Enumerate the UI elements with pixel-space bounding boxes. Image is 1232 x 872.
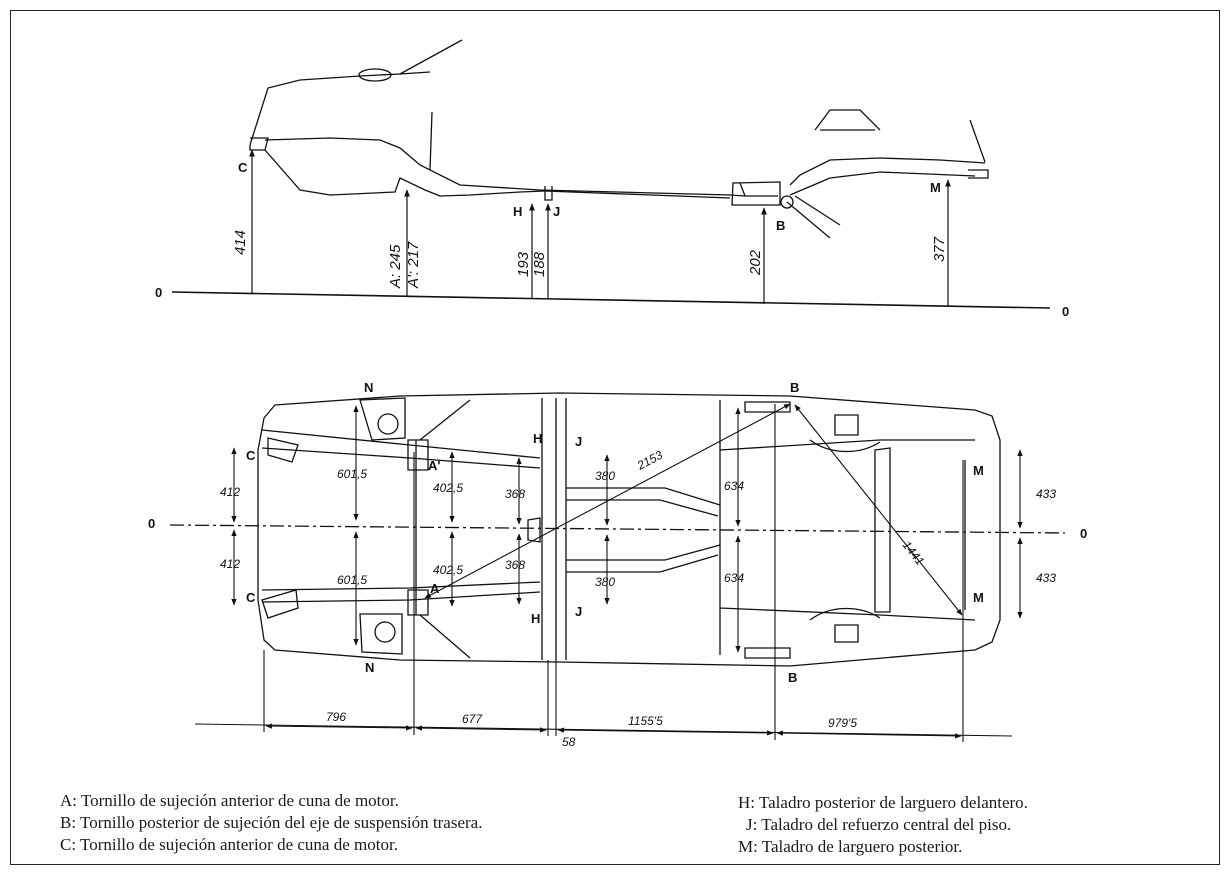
top-label-c-top: C bbox=[246, 448, 256, 463]
side-label-j: J bbox=[553, 204, 560, 219]
side-label-h: H bbox=[513, 204, 522, 219]
legend-item-b: B: Tornillo posterior de sujeción del ej… bbox=[60, 813, 483, 832]
top-rear-beam bbox=[874, 447, 891, 613]
top-c-top bbox=[267, 437, 299, 463]
dim-380-bottom: 380 bbox=[595, 575, 615, 589]
len-1155: 1155'5 bbox=[628, 714, 663, 728]
dim-412-top: 412 bbox=[220, 485, 240, 499]
dim-402-bottom: 402,5 bbox=[433, 563, 463, 577]
legend-right: H: Taladro posterior de larguero delante… bbox=[738, 792, 1028, 858]
top-label-m-top: M bbox=[973, 463, 984, 478]
side-rear-rail bbox=[789, 157, 986, 196]
side-height-a2: A': 217 bbox=[405, 241, 422, 289]
top-rear-floor bbox=[719, 400, 976, 655]
side-label-m: M bbox=[930, 180, 941, 195]
top-label-b-top: B bbox=[790, 380, 799, 395]
side-height-dims bbox=[249, 149, 951, 307]
dim-433-bottom: 433 bbox=[1036, 571, 1056, 585]
side-rear-bumper bbox=[968, 169, 989, 179]
side-j-bracket bbox=[544, 186, 553, 201]
side-zero-right: 0 bbox=[1062, 304, 1069, 319]
top-label-h-top: H bbox=[533, 431, 542, 446]
dim-diag-2153: 2153 bbox=[634, 448, 665, 474]
len-796: 796 bbox=[326, 710, 346, 724]
top-outline bbox=[257, 392, 1001, 667]
len-677: 677 bbox=[462, 712, 483, 726]
side-label-b: B bbox=[776, 218, 785, 233]
dim-634-top: 634 bbox=[724, 479, 744, 493]
legend-item-h: H: Taladro posterior de larguero delante… bbox=[738, 793, 1028, 812]
legend-item-j: J: Taladro del refuerzo central del piso… bbox=[746, 815, 1012, 834]
top-c-bottom bbox=[261, 589, 299, 619]
dim-601-bottom: 601,5 bbox=[337, 573, 367, 587]
side-front-body bbox=[249, 71, 546, 197]
dim-368-top: 368 bbox=[505, 487, 525, 501]
top-front-wheel-arch-top bbox=[359, 397, 406, 441]
dim-diag-1441: 1441 bbox=[900, 538, 927, 568]
len-979: 979'5 bbox=[828, 716, 857, 730]
side-zero-left: 0 bbox=[155, 285, 162, 300]
side-height-m: 377 bbox=[931, 236, 948, 262]
top-label-a: A bbox=[430, 581, 440, 596]
top-label-h-bottom: H bbox=[531, 611, 540, 626]
top-front-bulkhead bbox=[415, 399, 471, 659]
side-rear-block bbox=[731, 181, 781, 206]
top-label-a-prime: A' bbox=[428, 458, 440, 473]
dim-433-top: 433 bbox=[1036, 487, 1056, 501]
dim-402-top: 402,5 bbox=[433, 481, 463, 495]
side-height-a: A: 245 bbox=[387, 244, 404, 289]
side-rear-arm bbox=[786, 195, 841, 239]
top-label-n-bottom: N bbox=[365, 660, 374, 675]
dim-634-bottom: 634 bbox=[724, 571, 744, 585]
top-front-crossmember bbox=[261, 429, 541, 603]
figure-frame bbox=[10, 10, 1220, 865]
top-label-n-top: N bbox=[364, 380, 373, 395]
legend-item-m: M: Taladro de larguero posterior. bbox=[738, 837, 963, 856]
top-zero-left: 0 bbox=[148, 516, 155, 531]
top-centre-line bbox=[169, 524, 1066, 534]
top-label-j-bottom: J bbox=[575, 604, 582, 619]
side-rear-window bbox=[814, 109, 881, 131]
side-height-j: 188 bbox=[531, 251, 548, 277]
side-height-c: 414 bbox=[232, 230, 249, 255]
legend-item-c: C: Tornillo de sujeción anterior de cuna… bbox=[60, 835, 398, 854]
side-front-rail bbox=[264, 137, 746, 197]
top-front-crossmember-inner bbox=[261, 447, 541, 591]
side-height-b: 202 bbox=[747, 249, 764, 276]
legend-left: A: Tornillo de sujeción anterior de cuna… bbox=[60, 790, 482, 856]
dim-601-top: 601,5 bbox=[337, 467, 367, 481]
len-58: 58 bbox=[562, 735, 576, 749]
diag-2153-line bbox=[424, 403, 791, 599]
side-dome bbox=[358, 68, 392, 82]
side-view bbox=[171, 39, 1051, 309]
side-floor bbox=[544, 190, 731, 199]
side-rear-wheel-pivot bbox=[780, 195, 794, 209]
top-length-dims bbox=[194, 404, 1013, 742]
top-label-c-bottom: C bbox=[246, 590, 256, 605]
side-hood-line bbox=[399, 39, 463, 75]
top-view bbox=[169, 392, 1066, 667]
top-zero-right: 0 bbox=[1080, 526, 1087, 541]
top-rear-mount-bottom bbox=[744, 647, 791, 659]
side-label-c: C bbox=[238, 160, 248, 175]
dim-380-top: 380 bbox=[595, 469, 615, 483]
dim-412-bottom: 412 bbox=[220, 557, 240, 571]
dim-368-bottom: 368 bbox=[505, 558, 525, 572]
top-label-b-bottom: B bbox=[788, 670, 797, 685]
top-rear-pad-bottom bbox=[834, 624, 859, 643]
side-rear-post bbox=[969, 119, 986, 163]
side-ground-line bbox=[171, 291, 1051, 309]
side-height-h: 193 bbox=[515, 251, 532, 277]
top-rear-pad-top bbox=[834, 414, 859, 436]
top-width-dims bbox=[231, 403, 1023, 653]
top-front-mount-a bbox=[407, 589, 429, 616]
legend-item-a: A: Tornillo de sujeción anterior de cuna… bbox=[60, 791, 399, 810]
top-label-j-top: J bbox=[575, 434, 582, 449]
side-firewall bbox=[429, 111, 433, 171]
top-front-wheel-arch-bottom bbox=[359, 613, 403, 655]
top-label-m-bottom: M bbox=[973, 590, 984, 605]
diag-1441-line bbox=[794, 404, 963, 616]
